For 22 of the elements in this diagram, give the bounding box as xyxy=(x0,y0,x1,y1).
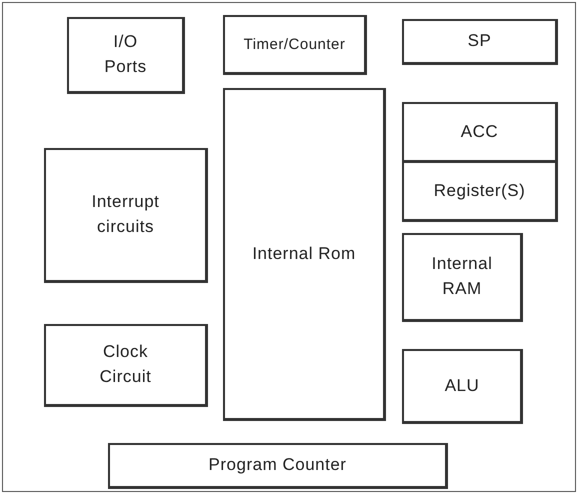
block-label: Internal RAM xyxy=(430,253,494,300)
block-box xyxy=(402,233,523,322)
block-box xyxy=(67,17,185,94)
block-label: Program Counter xyxy=(208,454,346,476)
block-label: SP xyxy=(468,30,492,52)
block-label: Register(S) xyxy=(434,180,526,202)
block-label: I/O Ports xyxy=(103,31,148,78)
block-label: ALU xyxy=(444,374,480,397)
block-box xyxy=(402,19,558,65)
block-box xyxy=(223,15,367,75)
block-box xyxy=(44,324,208,407)
block-label: ACC xyxy=(460,120,498,143)
block-label: Timer/Counter xyxy=(244,34,346,55)
block-box xyxy=(108,443,448,489)
block-label: Internal Rom xyxy=(252,242,356,265)
block-label: Clock Circuit xyxy=(98,341,152,388)
block-box xyxy=(402,349,523,424)
block-box xyxy=(44,148,208,283)
block-box xyxy=(402,102,558,163)
block-box xyxy=(223,88,386,421)
block-label: Interrupt circuits xyxy=(90,191,160,238)
block-box xyxy=(402,161,558,222)
